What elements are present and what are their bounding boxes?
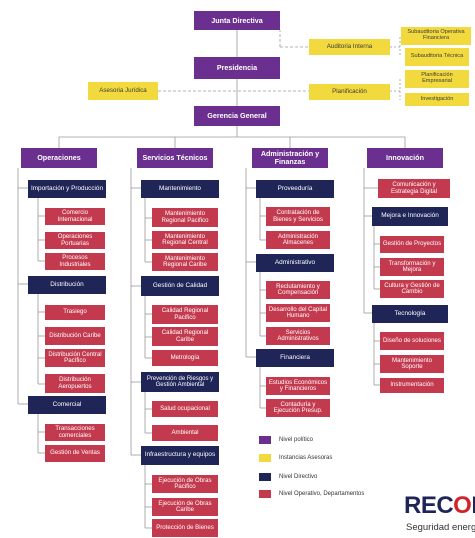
proteccion-bienes-box: Protección de Bienes <box>152 519 218 537</box>
subauditoria-operativa-box: Subauditoria Operativa Financiera <box>401 27 471 45</box>
contaduria-box: Contaduría y Ejecución Presup. <box>266 399 330 417</box>
desarrollo-capital-humano-box: Desarrollo del Capital Humano <box>266 304 330 322</box>
legend-nivel-directivo: Nivel Directivo <box>259 473 317 481</box>
mantenimiento-regional-central-box: Mantenimiento Regional Central <box>152 231 218 249</box>
prevencion-riesgos-box: Prevención de Riesgos y Gestión Ambienta… <box>141 372 219 392</box>
mantenimiento-box: Mantenimiento <box>141 180 219 198</box>
administracion-almacenes-box: Administración Almacenes <box>266 231 330 249</box>
trasiego-box: Trasiego <box>45 305 105 320</box>
gerencia-general-box: Gerencia General <box>194 106 280 126</box>
mantenimiento-soporte-box: Mantenimiento Soporte <box>380 355 444 373</box>
legend-swatch <box>259 473 271 481</box>
comercial-box: Comercial <box>28 396 106 414</box>
mantenimiento-regional-caribe-box: Mantenimiento Regional Caribe <box>152 253 218 271</box>
ambiental-box: Ambiental <box>152 425 218 441</box>
junta-directiva-box: Junta Directiva <box>194 11 280 30</box>
legend-swatch <box>259 436 271 444</box>
contratacion-bienes-box: Contratación de Bienes y Servicios <box>266 207 330 226</box>
diseno-soluciones-box: Diseño de soluciones <box>380 332 444 350</box>
legend-nivel-operativo: Nivel Operativo, Departamentos <box>259 490 364 498</box>
calidad-regional-caribe-box: Calidad Regional Caribe <box>152 327 218 346</box>
administrativo-box: Administrativo <box>256 254 334 272</box>
servicios-administrativos-box: Servicios Administrativos <box>266 327 330 345</box>
logo-wordmark: RECOPE <box>404 492 475 519</box>
recope-logo: RECOPE Seguridad energética <box>404 492 475 538</box>
tecnologia-box: Tecnología <box>372 305 448 323</box>
distribucion-caribe-box: Distribución Caribe <box>45 327 105 345</box>
operaciones-header: Operaciones <box>21 148 97 168</box>
ejecucion-obras-caribe-box: Ejecución de Obras Caribe <box>152 498 218 516</box>
importacion-produccion-box: Importación y Producción <box>28 180 106 198</box>
estudios-economicos-box: Estudios Económicos y Financieros <box>266 377 330 395</box>
auditoria-interna-box: Auditoria Interna <box>309 39 390 55</box>
logo-tagline: Seguridad energética <box>406 522 475 533</box>
planificacion-box: Planificación <box>309 84 390 100</box>
instrumentacion-box: Instrumentación <box>380 378 444 393</box>
metrologia-box: Metrología <box>152 350 218 366</box>
subauditoria-tecnica-box: Subauditoria Técnica <box>405 48 469 66</box>
gestion-ventas-box: Gestión de Ventas <box>45 445 105 462</box>
infraestructura-equipos-box: Infraestructura y equipos <box>141 446 219 465</box>
legend-swatch <box>259 454 271 462</box>
ejecucion-obras-pacifico-box: Ejecución de Obras Pacifico <box>152 475 218 493</box>
transacciones-comerciales-box: Transacciones comerciales <box>45 424 105 441</box>
legend-swatch <box>259 490 271 498</box>
procesos-industriales-box: Procesos Industriales <box>45 253 105 270</box>
mejora-innovacion-box: Mejora e Innovación <box>372 207 448 226</box>
distribucion-aeropuertos-box: Distribución Aeropuertos <box>45 374 105 393</box>
planificacion-empresarial-box: Planificación Empresarial <box>405 70 469 88</box>
transformacion-mejora-box: Transformación y Mejora <box>380 258 444 276</box>
gestion-proyectos-box: Gestión de Proyectos <box>380 236 444 253</box>
distribucion-box: Distribución <box>28 276 106 294</box>
financiera-box: Financiera <box>256 349 334 367</box>
gestion-calidad-box: Gestión de Calidad <box>141 276 219 296</box>
asesoria-juridica-box: Asesoria Jurídica <box>88 82 158 100</box>
comunicacion-estrategia-box: Comunicación y Estrategia Digital <box>378 179 450 198</box>
proveeduria-box: Proveeduría <box>256 180 334 198</box>
legend-nivel-politico: Nivel político <box>259 436 313 444</box>
comercio-internacional-box: Comercio Internacional <box>45 208 105 225</box>
servicios-tecnicos-header: Servicios Técnicos <box>137 148 213 168</box>
reclutamiento-compensacion-box: Reclutamiento y Compensación <box>266 281 330 299</box>
distribucion-central-pacifico-box: Distribución Central Pacífico <box>45 349 105 367</box>
presidencia-box: Presidencia <box>194 57 280 79</box>
salud-ocupacional-box: Salud ocupacional <box>152 401 218 417</box>
cultura-gestion-cambio-box: Cultura y Gestión de Cambio <box>380 280 444 298</box>
calidad-regional-pacifico-box: Calidad Regional Pacifico <box>152 305 218 324</box>
investigacion-box: Investigación <box>405 93 469 106</box>
operaciones-portuarias-box: Operaciones Portuarias <box>45 232 105 249</box>
administracion-finanzas-header: Administración y Finanzas <box>252 148 328 168</box>
legend-instancias-asesoras: Instancias Asesoras <box>259 454 332 462</box>
mantenimiento-regional-pacifico-box: Mantenimiento Regional Pacifico <box>152 208 218 227</box>
innovacion-header: Innovación <box>367 148 443 168</box>
